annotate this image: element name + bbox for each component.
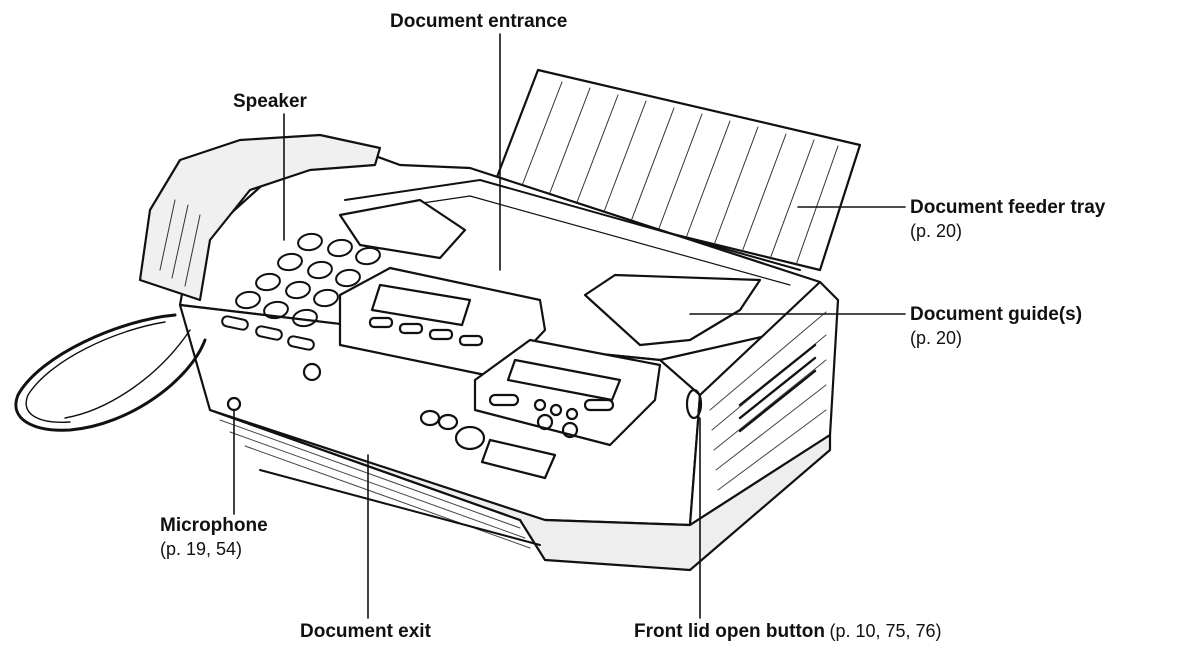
pageref-front-lid-open-button: (p. 10, 75, 76) — [829, 621, 942, 641]
callout-document-guides: Document guide(s) (p. 20) — [910, 303, 1082, 349]
pageref-document-feeder-tray: (p. 20) — [910, 221, 963, 241]
leader-lines — [233, 33, 906, 619]
callout-microphone: Microphone (p. 19, 54) — [160, 514, 268, 560]
label-document-entrance: Document entrance — [390, 11, 568, 32]
callout-document-feeder-tray: Document feeder tray (p. 20) — [910, 196, 1105, 242]
handset — [138, 133, 382, 302]
label-document-feeder-tray: Document feeder tray — [910, 197, 1106, 218]
label-document-guides: Document guide(s) — [910, 304, 1083, 325]
document-guides — [338, 198, 762, 347]
pageref-document-guides: (p. 20) — [910, 328, 963, 348]
label-front-lid-open-button: Front lid open button — [634, 621, 826, 642]
front-lid-open-button — [685, 388, 703, 420]
keypad — [221, 232, 381, 351]
document-feeder-tray — [490, 68, 862, 272]
callout-document-entrance: Document entrance — [390, 10, 567, 34]
callout-front-lid-open-button: Front lid open button (p. 10, 75, 76) — [634, 620, 942, 644]
coiled-cord — [14, 313, 207, 432]
label-document-exit: Document exit — [300, 621, 431, 642]
callout-document-exit: Document exit — [300, 620, 431, 644]
label-speaker: Speaker — [233, 91, 307, 112]
callout-speaker: Speaker — [233, 90, 307, 114]
label-microphone: Microphone — [160, 515, 268, 536]
control-panel — [302, 266, 662, 480]
document-exit — [259, 469, 541, 546]
pageref-microphone: (p. 19, 54) — [160, 539, 243, 559]
